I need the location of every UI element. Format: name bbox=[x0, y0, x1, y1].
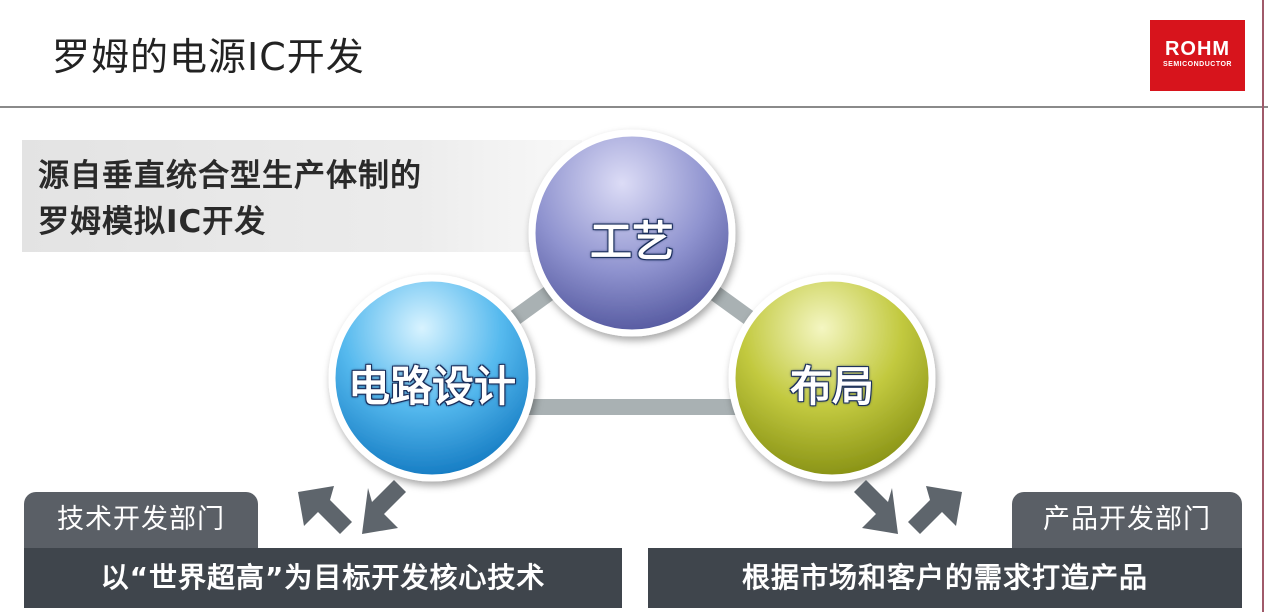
tech-dept-tab: 技术开发部门 bbox=[24, 492, 258, 548]
arrow-up-right-icon bbox=[908, 486, 962, 534]
banner-line-1: 源自垂直统合型生产体制的 bbox=[38, 158, 422, 194]
arrow-up-left-icon bbox=[298, 486, 352, 534]
arrow-down-left-icon bbox=[362, 480, 406, 534]
logo-sub-text: SEMICONDUCTOR bbox=[1163, 61, 1232, 68]
product-dept-tab: 产品开发部门 bbox=[1012, 492, 1242, 548]
layout-label: 布局 bbox=[789, 362, 874, 411]
layout-circle bbox=[728, 274, 936, 482]
circuit-design-label: 电路设计 bbox=[347, 362, 516, 411]
rohm-logo: ROHM SEMICONDUCTOR bbox=[1150, 20, 1245, 91]
circuit-design-circle bbox=[328, 274, 536, 482]
page-title: 罗姆的电源IC开发 bbox=[52, 35, 365, 79]
right-edge-rule bbox=[1262, 0, 1264, 612]
banner-line-2: 罗姆模拟IC开发 bbox=[38, 204, 267, 240]
process-circle bbox=[528, 129, 736, 337]
subtitle-banner: 源自垂直统合型生产体制的 罗姆模拟IC开发 bbox=[22, 140, 582, 252]
process-label: 工艺 bbox=[589, 217, 674, 266]
tech-dept-mission: 以“世界超高”为目标开发核心技术 bbox=[24, 548, 622, 608]
title-divider bbox=[0, 106, 1268, 108]
logo-main-text: ROHM bbox=[1164, 38, 1231, 60]
product-dept-mission: 根据市场和客户的需求打造产品 bbox=[648, 548, 1242, 608]
arrow-down-right-icon bbox=[854, 480, 898, 534]
